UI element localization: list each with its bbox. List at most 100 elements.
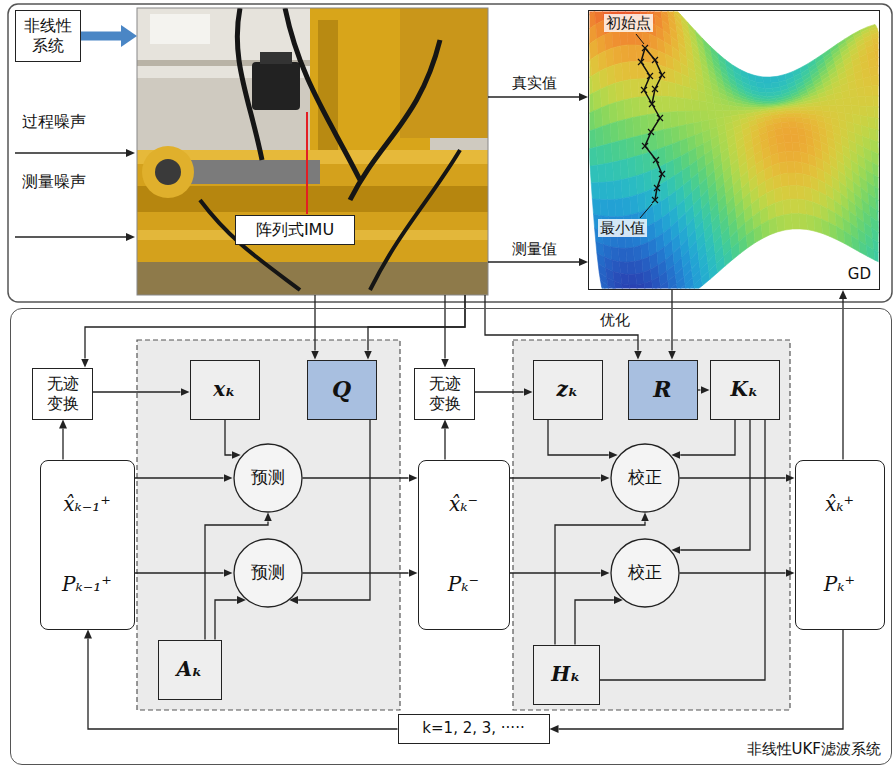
photo-frame — [137, 8, 488, 295]
connector-arrow — [575, 600, 614, 645]
transform-box: 无迹 变换 — [32, 368, 93, 420]
connector-arrow — [93, 391, 181, 392]
connector-arrow — [679, 572, 785, 573]
surface-patch — [619, 139, 628, 161]
connector-arrow — [488, 96, 579, 97]
surface-patch — [650, 149, 659, 170]
surface-patch — [599, 68, 608, 89]
surface-patch — [780, 173, 789, 187]
surface-patch — [608, 83, 617, 105]
surface-patch — [626, 247, 635, 262]
connector-arrow — [548, 420, 609, 456]
surface-patch — [746, 229, 755, 248]
surface-patch — [754, 224, 763, 242]
surface-patch — [828, 99, 837, 105]
surface-patch — [731, 242, 740, 260]
node-text: zₖ — [557, 377, 579, 402]
node-text: 校正 — [628, 467, 662, 488]
surface-patch — [633, 245, 642, 261]
surface-patch — [701, 271, 710, 286]
connector-arrow — [680, 420, 735, 456]
surface-patch — [739, 235, 748, 253]
surface-patch — [829, 222, 838, 240]
surface-patch — [617, 100, 626, 122]
circle-outline — [234, 444, 302, 512]
connectors — [63, 36, 843, 729]
surface-patch — [610, 121, 619, 143]
surface-patch — [608, 285, 617, 288]
machine-photo — [137, 8, 488, 295]
surface-patch — [782, 186, 791, 201]
surface-patch — [843, 98, 852, 106]
surface-patch — [872, 85, 879, 96]
descent-track — [636, 34, 665, 218]
circle-outline — [611, 539, 679, 607]
surface-patch — [777, 142, 786, 153]
surface-patch — [635, 154, 644, 176]
node-text: 无迹 变换 — [37, 374, 88, 414]
surface-patch — [603, 124, 612, 145]
step-mark — [659, 72, 665, 78]
step-mark — [642, 143, 648, 149]
surface-patch — [612, 30, 621, 48]
surface-patch — [630, 79, 639, 98]
connector-arrow — [444, 295, 445, 359]
leader-line — [640, 204, 652, 218]
node-text: x̂ₖ₋₁⁺ — [63, 492, 111, 517]
dashed-region — [137, 340, 400, 710]
connector-arrow — [679, 477, 785, 478]
surface-patch — [865, 96, 874, 107]
surface-patch — [643, 152, 652, 174]
gain-box: Kₖ — [710, 360, 780, 420]
step-mark — [648, 129, 654, 135]
surface-patch — [778, 151, 787, 163]
connector-arrow — [302, 477, 408, 478]
iteration-box: k=1, 2, 3, ····· — [398, 714, 550, 744]
surface-patch — [878, 75, 879, 86]
connector-arrow — [842, 299, 843, 460]
step-mark — [638, 59, 644, 65]
surface-patch — [670, 112, 679, 128]
connector-arrow — [62, 429, 63, 460]
surface-patch — [870, 75, 878, 86]
callout-label: 初始点 — [604, 14, 653, 32]
machine-photo — [306, 112, 308, 214]
node-text: 预测 — [251, 467, 285, 488]
surface-patch — [774, 187, 783, 203]
node-text: Q — [332, 376, 351, 404]
node-text: k=1, 2, 3, ····· — [422, 719, 524, 738]
node-text: 阵列式IMU — [235, 215, 355, 245]
estimate-box: x̂ₖ⁻Pₖ⁻ — [418, 460, 510, 630]
surface-patch — [690, 88, 699, 101]
surface-patch — [615, 81, 624, 102]
machine-photo — [155, 159, 181, 185]
surface-patch — [602, 105, 611, 127]
surface-patch — [614, 63, 623, 83]
step-mark — [647, 73, 653, 79]
surface-patch — [769, 217, 778, 235]
connector-arrow — [485, 295, 638, 351]
predict-circle: 预测 — [233, 538, 303, 608]
surface-patch — [873, 96, 879, 107]
surface-patch — [634, 260, 643, 275]
surface-patch — [609, 102, 618, 124]
surface-patch — [628, 274, 637, 285]
noise-arrow — [15, 153, 126, 237]
ukf-panel: 非线性UKF滤波系统无迹 变换xₖQ无迹 变换zₖRKₖx̂ₖ₋₁⁺Pₖ₋₁⁺预… — [10, 308, 892, 765]
machine-photo — [285, 8, 360, 180]
surface-patch — [595, 126, 604, 147]
surface-patch — [700, 111, 709, 122]
surface-patch — [604, 32, 613, 51]
block-arrow — [81, 32, 122, 41]
surface-patch — [637, 192, 646, 213]
estimate-box: x̂ₖ₋₁⁺Pₖ₋₁⁺ — [40, 460, 135, 630]
machine-photo — [137, 8, 488, 295]
surface-patch — [855, 78, 864, 88]
surface-patch — [858, 96, 867, 106]
connector-arrow — [444, 429, 445, 460]
surface-patch — [626, 137, 635, 159]
surface-patch — [685, 111, 694, 125]
dashed-region — [513, 340, 790, 710]
connector-arrow — [671, 290, 672, 351]
transform-box: 无迹 变换 — [414, 368, 475, 420]
